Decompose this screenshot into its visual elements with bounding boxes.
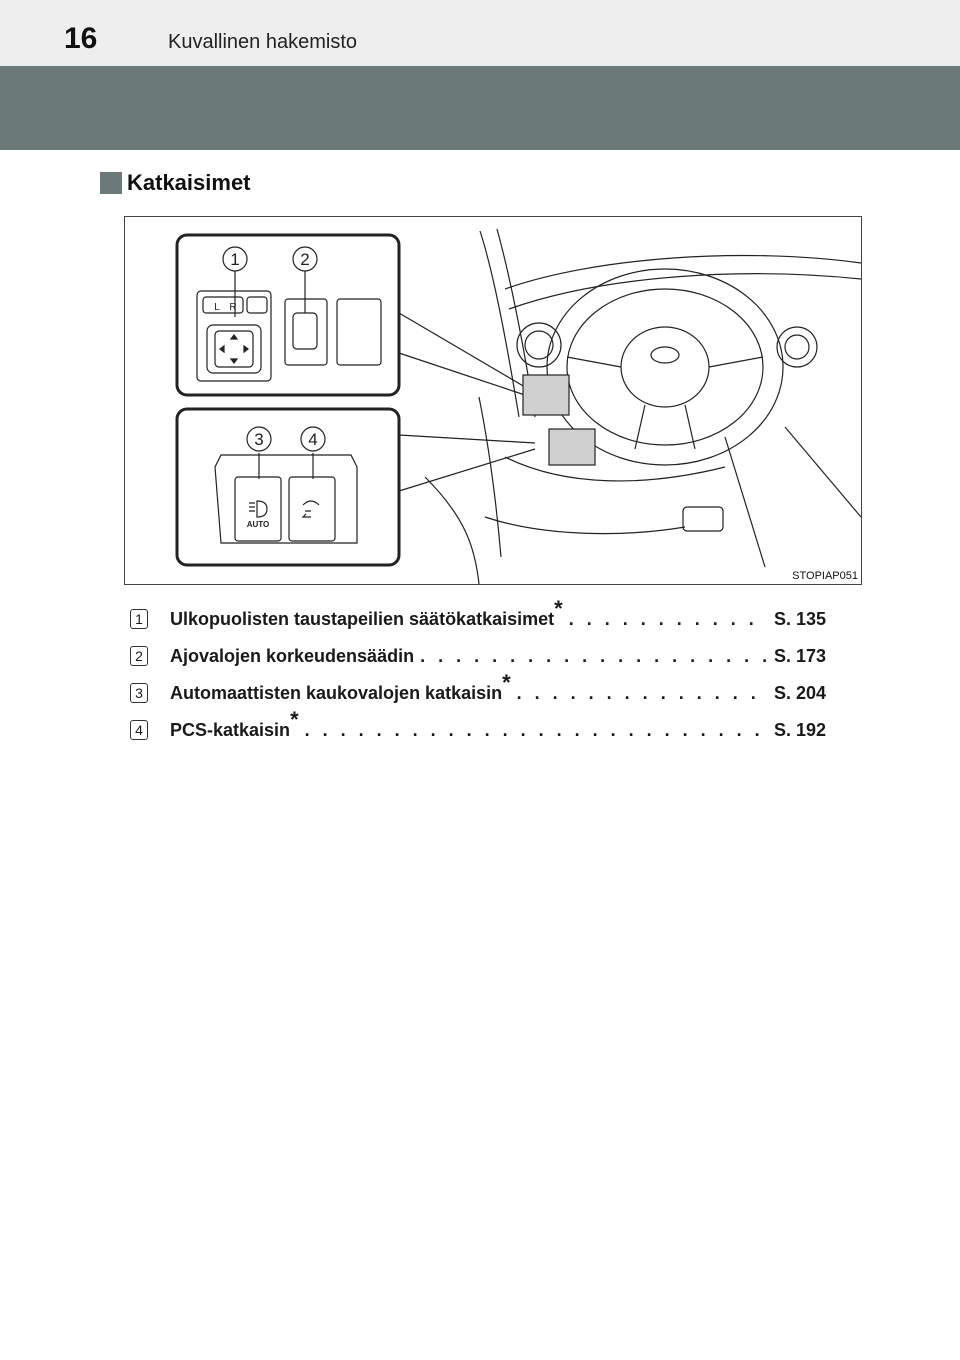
legend-label: Ajovalojen korkeudensäädin [170, 645, 415, 666]
page-reference[interactable]: S. 204 [773, 682, 826, 703]
steering-emblem [650, 346, 680, 364]
legend-number: 4 [130, 720, 148, 740]
mirror-label-r: R [229, 302, 236, 313]
section-title: Katkaisimet [127, 170, 251, 195]
auto-high-beam-switch [234, 476, 282, 542]
mirror-label-l: L [214, 302, 220, 313]
legend-text: Ajovalojen korkeudensäädin [170, 646, 414, 667]
figure-marker-2: 2 [300, 250, 309, 269]
legend-item-headlight-leveler: 2 Ajovalojen korkeudensäädin S. 173 [130, 642, 826, 670]
section-heading: Katkaisimet [100, 170, 251, 196]
headlamp-icon [249, 500, 268, 518]
legend-asterisk: * [554, 595, 563, 621]
legend-number: 2 [130, 646, 148, 666]
figure-marker-3: 3 [254, 430, 263, 449]
header-band [0, 66, 960, 150]
right-air-vent [776, 326, 818, 368]
page-reference[interactable]: S. 192 [773, 719, 826, 740]
mirror-pad-outer [206, 324, 262, 374]
pedal [682, 506, 724, 532]
legend-text: Automaattisten kaukovalojen katkaisin* [170, 671, 511, 704]
steering-spokes [566, 356, 764, 450]
marker-circle-2 [292, 246, 318, 272]
legend-number: 3 [130, 683, 148, 703]
callout-line-upper [398, 312, 526, 396]
pcs-icon [301, 500, 320, 518]
legend-item-auto-high-beam: 3 Automaattisten kaukovalojen katkaisin*… [130, 671, 826, 707]
legend-asterisk: * [502, 669, 511, 695]
legend-text: Ulkopuolisten taustapeilien säätökatkais… [170, 597, 563, 630]
highlight-lower-switches [548, 428, 596, 466]
marker-circle-1 [222, 246, 248, 272]
leader-dots [569, 609, 768, 630]
mirror-lr-selector [202, 296, 244, 314]
blank-switch-panel [336, 298, 382, 366]
legend-text: PCS-katkaisin* [170, 708, 299, 741]
illustration-svg: 1 2 3 4 L R AUTO [175, 228, 861, 584]
lower-dash [484, 456, 726, 535]
header-strip [0, 0, 960, 66]
page-reference[interactable]: S. 173 [773, 645, 826, 666]
inset-lower [175, 407, 401, 567]
auto-label: AUTO [247, 520, 270, 529]
legend-label: PCS-katkaisin [170, 719, 291, 740]
mirror-pad-inner [214, 330, 254, 368]
marker-circle-3 [246, 426, 272, 452]
legend-item-pcs-switch: 4 PCS-katkaisin* S. 192 [130, 708, 826, 744]
marker-circle-4 [300, 426, 326, 452]
left-air-vent-inner [524, 330, 554, 360]
figure-code: STOPIAP051 [792, 570, 858, 582]
steering-wheel-outer [546, 268, 784, 466]
lower-switch-bezel [214, 454, 358, 544]
mirror-pad-arrows [219, 334, 249, 364]
figure-marker-4: 4 [308, 430, 317, 449]
leader-dots [305, 720, 768, 741]
right-air-vent-inner [784, 334, 810, 360]
mirror-fold-button [246, 296, 268, 314]
steering-hub [620, 326, 710, 408]
steering-wheel-inner [566, 288, 764, 446]
headlight-leveler-dial [292, 312, 318, 350]
section-square-icon [100, 172, 122, 194]
left-air-vent [516, 322, 562, 368]
inset-upper [175, 233, 401, 397]
page-number: 16 [64, 22, 98, 55]
running-title: Kuvallinen hakemisto [168, 31, 357, 53]
page-reference[interactable]: S. 135 [773, 608, 826, 629]
legend-asterisk: * [290, 706, 299, 732]
legend-number: 1 [130, 609, 148, 629]
dashboard-top [504, 254, 861, 310]
door-panel [424, 396, 502, 584]
legend-label: Ulkopuolisten taustapeilien säätökatkais… [170, 608, 555, 629]
callout-line-lower [398, 434, 536, 492]
leader-dots [517, 683, 768, 704]
pcs-switch [288, 476, 336, 542]
leader-dots [420, 646, 768, 667]
mirror-switch-panel [196, 290, 272, 382]
switches-illustration: 1 2 3 4 L R AUTO STOPIAP051 [124, 216, 862, 585]
highlight-upper-switches [522, 374, 570, 416]
legend-label: Automaattisten kaukovalojen katkaisin [170, 682, 503, 703]
headlight-leveler-panel [284, 298, 328, 366]
legend-item-mirror-switches: 1 Ulkopuolisten taustapeilien säätökatka… [130, 597, 826, 633]
figure-marker-1: 1 [230, 250, 239, 269]
center-console [724, 426, 861, 568]
